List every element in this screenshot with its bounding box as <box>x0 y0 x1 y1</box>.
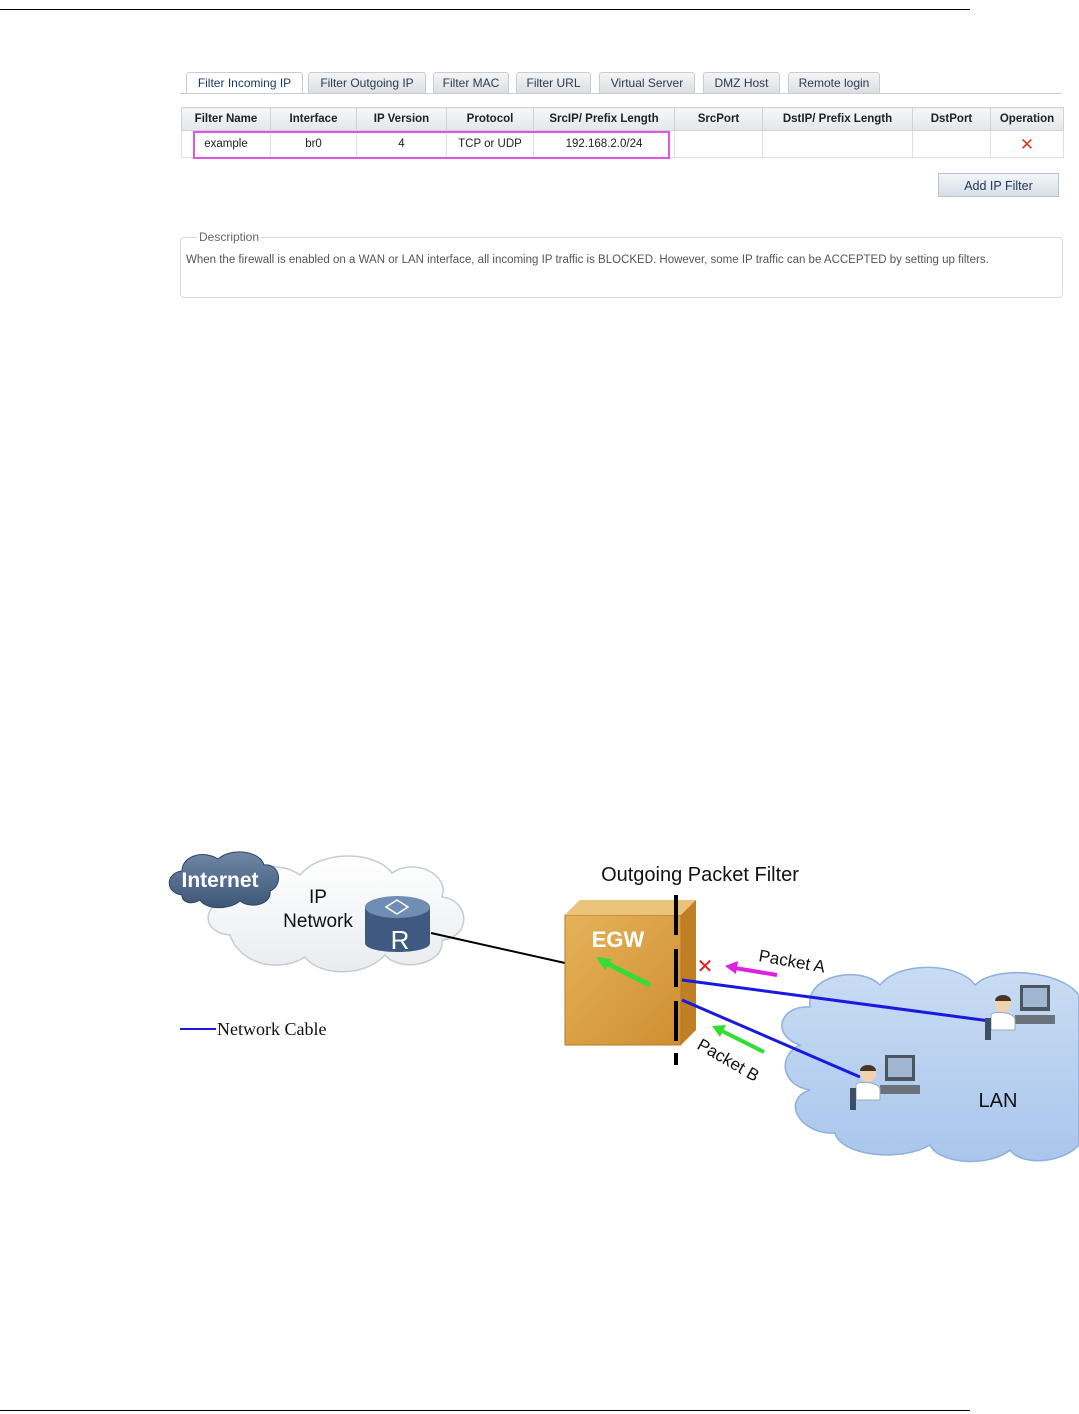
packet-b-label: Packet B <box>694 1035 762 1085</box>
cell-dst-ip <box>762 130 913 158</box>
top-rule <box>0 9 970 10</box>
cell-operation: ✕ <box>990 130 1064 158</box>
ip-label: IP <box>309 887 327 908</box>
diagram-title: Outgoing Packet Filter <box>601 864 799 886</box>
column-header-dst-ip: DstIP/ Prefix Length <box>762 107 913 131</box>
packet-b-arrow <box>712 1025 765 1054</box>
egw-device: EGW <box>564 900 696 1046</box>
tab-baseline <box>180 93 1062 94</box>
tab-dmz-host[interactable]: DMZ Host <box>703 72 780 93</box>
tab-filter-incoming-ip[interactable]: Filter Incoming IP <box>186 72 303 94</box>
tab-virtual-server[interactable]: Virtual Server <box>599 72 695 93</box>
cell-protocol: TCP or UDP <box>446 130 534 158</box>
network-label: Network <box>283 911 353 932</box>
tab-remote-login[interactable]: Remote login <box>788 72 880 93</box>
column-header-interface: Interface <box>270 107 357 131</box>
column-header-operation: Operation <box>990 107 1064 131</box>
tab-filter-outgoing-ip[interactable]: Filter Outgoing IP <box>308 72 426 93</box>
cell-filter-name: example <box>181 130 271 158</box>
tab-filter-url[interactable]: Filter URL <box>516 72 591 93</box>
router-icon: R <box>365 896 430 955</box>
computer-user-icon <box>985 985 1055 1040</box>
cable-pc2 <box>681 998 861 1079</box>
router-egw-cable <box>430 932 566 964</box>
outgoing-packet-filter-diagram: Internet IP Network R Outgoing Packet Fi… <box>168 851 1079 1163</box>
egw-label: EGW <box>592 927 645 952</box>
add-ip-filter-button[interactable]: Add IP Filter <box>938 173 1059 197</box>
column-header-dst-port: DstPort <box>912 107 991 131</box>
delete-x-icon[interactable]: ✕ <box>1019 134 1035 154</box>
column-header-filter-name: Filter Name <box>181 107 271 131</box>
column-header-protocol: Protocol <box>446 107 534 131</box>
internet-label: Internet <box>181 869 258 892</box>
cell-src-ip: 192.168.2.0/24 <box>533 130 675 158</box>
computer-user-icon <box>850 1055 920 1110</box>
internet-cloud: Internet <box>168 851 279 909</box>
column-header-src-port: SrcPort <box>674 107 763 131</box>
column-header-ip-version: IP Version <box>356 107 447 131</box>
cable-pc1 <box>681 978 991 1023</box>
legend-label: Network Cable <box>217 1019 326 1039</box>
cell-src-port <box>674 130 763 158</box>
bottom-rule <box>0 1410 970 1411</box>
cell-ip-version: 4 <box>356 130 447 158</box>
description-legend: Description <box>199 230 260 244</box>
table-header-row: Filter Name Interface IP Version Protoco… <box>181 107 1064 131</box>
cell-dst-port <box>912 130 991 158</box>
table-row[interactable]: example br0 4 TCP or UDP 192.168.2.0/24 … <box>181 130 1064 158</box>
tab-filter-mac[interactable]: Filter MAC <box>433 72 509 93</box>
column-header-src-ip: SrcIP/ Prefix Length <box>533 107 675 131</box>
description-box: Description When the firewall is enabled… <box>180 230 1063 298</box>
cell-interface: br0 <box>270 130 357 158</box>
lan-label: LAN <box>979 1090 1018 1112</box>
ip-filter-table: Filter Name Interface IP Version Protoco… <box>181 107 1064 158</box>
packet-a-arrow <box>725 961 778 977</box>
router-letter: R <box>391 925 410 955</box>
blocked-x-icon: ✕ <box>697 956 714 978</box>
description-text: When the firewall is enabled on a WAN or… <box>186 254 989 266</box>
